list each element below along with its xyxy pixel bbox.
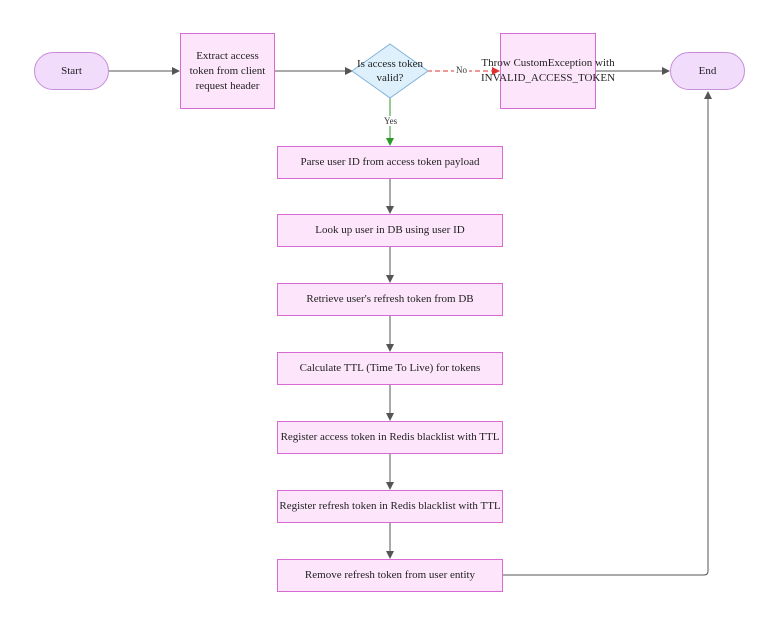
parse-user-id-node: Parse user ID from access token payload <box>277 146 503 179</box>
throw-exception-node: Throw CustomException with INVALID_ACCES… <box>481 33 615 109</box>
decision-label: Is access token valid? <box>357 58 423 84</box>
calculate-ttl-node: Calculate TTL (Time To Live) for tokens <box>277 352 503 385</box>
start-node: Start <box>34 52 109 90</box>
decision-diamond <box>351 43 429 99</box>
lookup-user-node: Look up user in DB using user ID <box>277 214 503 247</box>
retrieve-refresh-token-node: Retrieve user's refresh token from DB <box>277 283 503 316</box>
register-refresh-token-node: Register refresh token in Redis blacklis… <box>277 490 503 523</box>
edge-label-no: No <box>454 65 469 75</box>
remove-refresh-token-node: Remove refresh token from user entity <box>277 559 503 592</box>
register-access-token-node: Register access token in Redis blacklist… <box>277 421 503 454</box>
end-node: End <box>670 52 745 90</box>
edge-label-yes: Yes <box>382 116 400 126</box>
extract-token-node: Extract access token from client request… <box>180 33 275 109</box>
edge-remove-end <box>502 91 712 576</box>
